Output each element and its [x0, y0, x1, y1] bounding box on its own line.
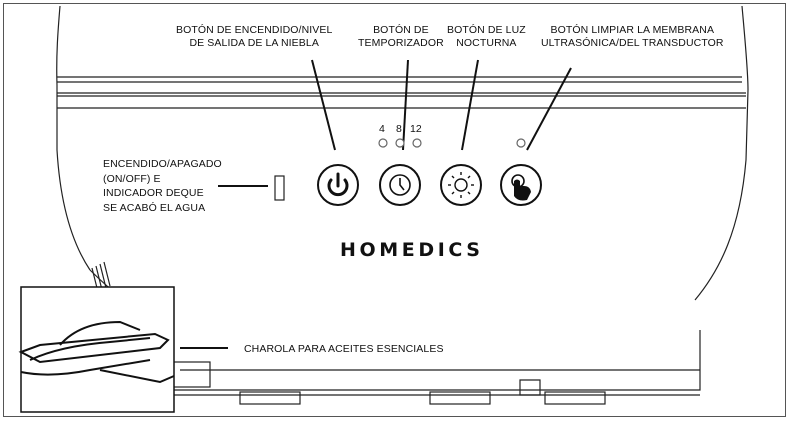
timer-led-8 — [395, 138, 405, 148]
timer-number-12: 12 — [410, 123, 422, 135]
callout-line-clean — [526, 67, 572, 151]
brand-logo: HOMEDICS — [340, 239, 484, 261]
clock-icon — [389, 174, 411, 196]
callout-lines — [180, 59, 572, 349]
power-icon — [327, 172, 349, 197]
timer-number-4: 4 — [379, 123, 385, 135]
tray-inset — [18, 286, 175, 413]
timer-leds — [378, 138, 526, 148]
sun-icon — [448, 172, 474, 198]
callout-line-power — [311, 59, 336, 151]
touch-icon — [511, 174, 531, 201]
clean-led — [516, 138, 526, 148]
timer-led-12 — [412, 138, 422, 148]
timer-led-4 — [378, 138, 388, 148]
clean-button[interactable] — [500, 164, 542, 206]
callout-line-nightlight — [461, 59, 479, 151]
label-tray: CHAROLA PARA ACEITES ESENCIALES — [244, 343, 444, 355]
label-indicator: ENCENDIDO/APAGADO (ON/OFF) E INDICADOR D… — [103, 158, 222, 214]
tray-drawing — [18, 320, 175, 384]
callout-line-timer — [402, 59, 409, 151]
nightlight-button[interactable] — [440, 164, 482, 206]
power-button[interactable] — [317, 164, 359, 206]
indicator-light — [274, 175, 285, 201]
timer-button[interactable] — [379, 164, 421, 206]
diagram-frame — [3, 3, 786, 417]
timer-number-8: 8 — [396, 123, 402, 135]
device-body — [56, 5, 749, 405]
